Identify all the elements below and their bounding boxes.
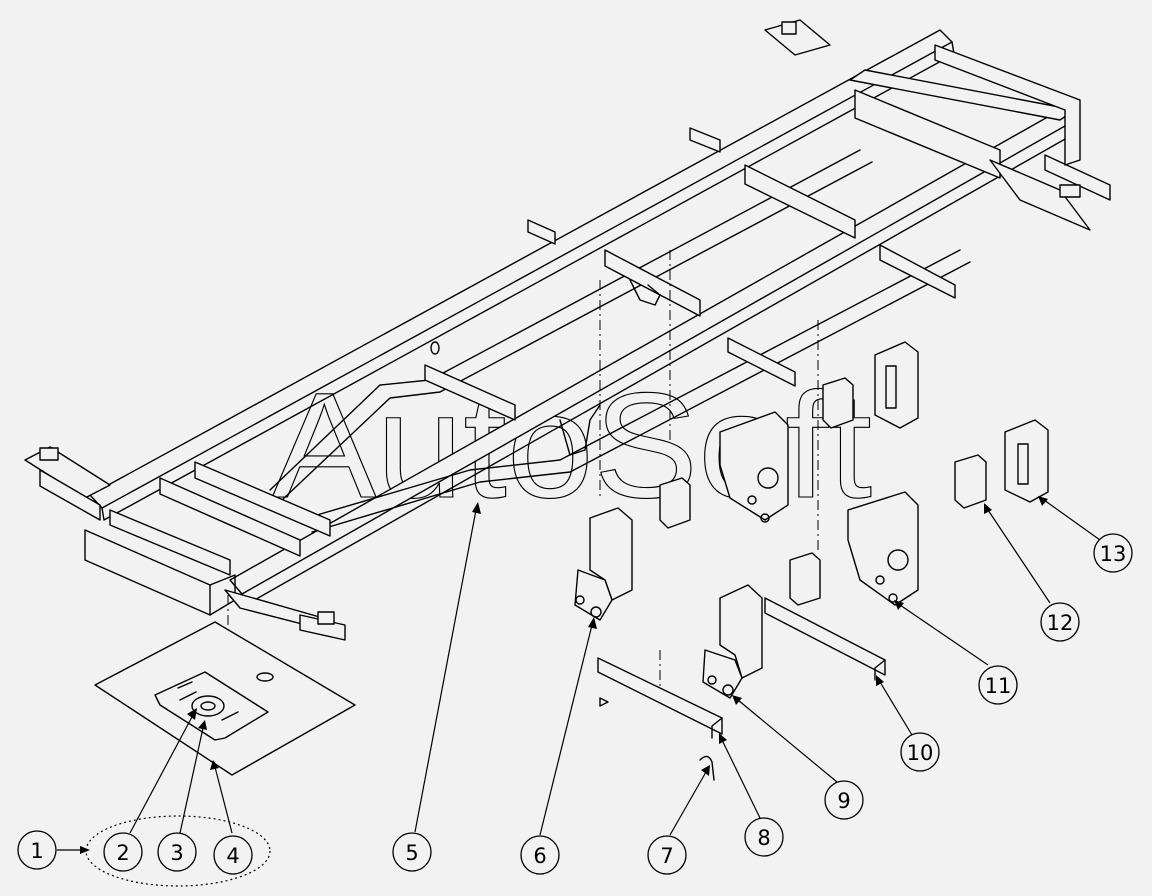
callout-11: 11: [978, 665, 1018, 705]
callout-7: 7: [647, 835, 687, 875]
shell-part-13: [1004, 419, 1049, 503]
callout-2-label: 2: [116, 841, 129, 865]
leader-lines: [57, 496, 1101, 854]
callout-12: 12: [1040, 602, 1080, 642]
callout-8-label: 8: [757, 826, 770, 850]
chassis-frame: [24, 19, 1111, 641]
shell-upper: [874, 341, 919, 429]
callout-5: 5: [392, 832, 432, 872]
callout-6: 6: [520, 835, 560, 875]
callout-8: 8: [744, 817, 784, 857]
clip-part-7: [699, 755, 715, 781]
mounting-plate-assembly: [94, 621, 356, 776]
callout-4: 4: [213, 835, 253, 875]
callout-1: 1: [17, 830, 57, 870]
spacer-blocks: [659, 377, 987, 606]
callout-9-label: 9: [837, 789, 850, 813]
channel-part-8: [597, 657, 723, 739]
callout-9: 9: [824, 780, 864, 820]
channel-part-10: [764, 597, 886, 681]
callout-1-label: 1: [30, 839, 43, 863]
bracket-part-9: [702, 584, 763, 699]
callout-3-label: 3: [170, 841, 183, 865]
callout-13: 13: [1093, 533, 1133, 573]
callout-11-label: 11: [985, 674, 1012, 698]
group-ellipse: [85, 815, 271, 887]
callout-10: 10: [900, 732, 940, 772]
bracket-part-6: [574, 507, 633, 621]
hanger-upper: [719, 411, 789, 523]
callout-4-label: 4: [226, 844, 239, 868]
callout-10-label: 10: [907, 741, 934, 765]
callout-2: 2: [103, 832, 143, 872]
hanger-part-11: [847, 491, 919, 606]
callout-7-label: 7: [660, 844, 673, 868]
callout-12-label: 12: [1047, 611, 1074, 635]
callout-3: 3: [157, 832, 197, 872]
callout-13-label: 13: [1100, 542, 1127, 566]
callout-5-label: 5: [405, 841, 418, 865]
callout-6-label: 6: [533, 844, 546, 868]
